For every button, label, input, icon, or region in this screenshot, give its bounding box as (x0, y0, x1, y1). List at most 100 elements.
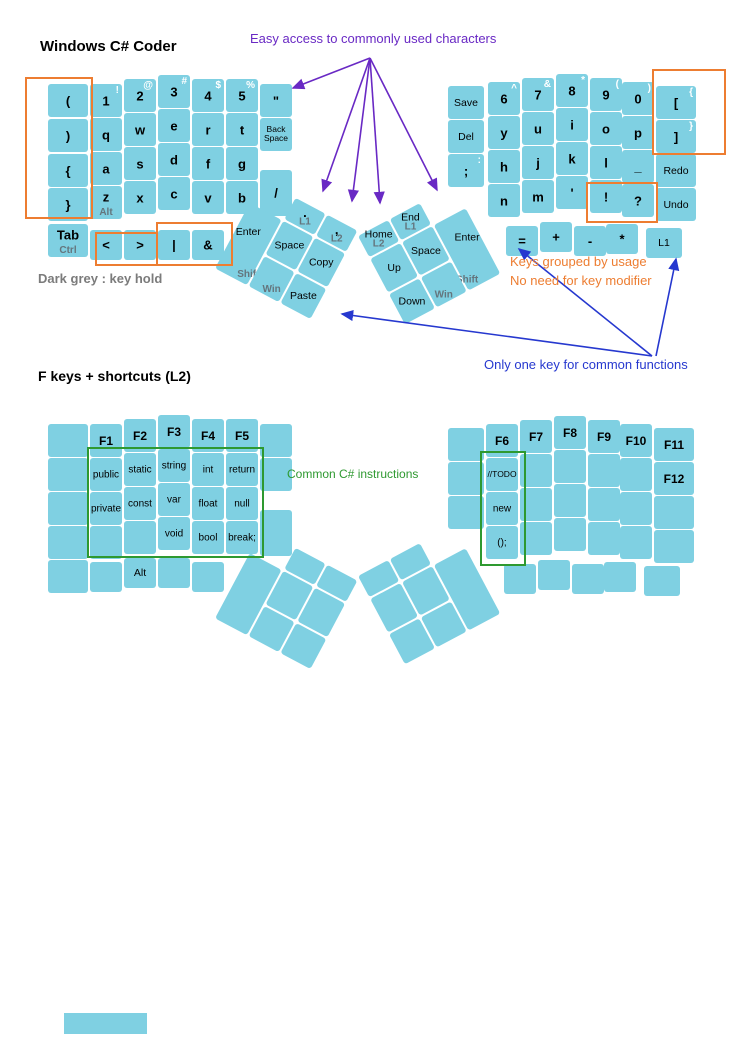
key-label: Paste (289, 290, 317, 303)
key-label: > (136, 237, 144, 253)
key-label: Alt (133, 567, 147, 579)
key-blank: Win (420, 261, 467, 308)
key-blank (604, 562, 636, 592)
key-label: y (500, 125, 508, 140)
key-return: return (226, 453, 258, 486)
annotation-dark-grey-note: Dark grey : key hold (38, 271, 163, 286)
key-shift-legend: : (477, 155, 481, 166)
key-double-quote: " (260, 84, 292, 117)
key-v: v (192, 181, 224, 214)
key-close-paren: ) (48, 119, 88, 152)
key-s: s (124, 147, 156, 180)
key-redo: Redo (656, 154, 696, 187)
key-t: t (226, 113, 258, 146)
key-new: new (486, 492, 518, 525)
key-label: = (518, 233, 526, 249)
key-label: break; (228, 532, 256, 543)
key-label: ; (463, 163, 469, 178)
key-w: w (124, 113, 156, 146)
key-label: Del (458, 130, 474, 143)
key-blank (48, 492, 88, 525)
key-label: 9 (602, 87, 610, 102)
key-label: " (272, 93, 280, 108)
key-blank (520, 488, 552, 521)
annotation-one-key-common-functions: Only one key for common functions (484, 357, 688, 372)
key-blank (588, 488, 620, 521)
key-blank (588, 454, 620, 487)
key-blank (48, 526, 88, 559)
key-label: (); (497, 537, 507, 548)
key-blank (448, 428, 484, 461)
key-label: ! (603, 189, 609, 204)
key-label: _ (634, 159, 642, 174)
key-label: & (203, 237, 213, 253)
key-p: p (622, 116, 654, 149)
key-label: [ (673, 95, 679, 110)
key-label: t (239, 122, 245, 137)
key-9: 9( (590, 78, 622, 111)
key-blank (280, 623, 327, 669)
key-asterisk: * (606, 224, 638, 254)
key-minus: - (574, 226, 606, 256)
key-label: F7 (528, 429, 543, 444)
key-label: F6 (494, 433, 509, 448)
key-shift-legend: @ (143, 80, 153, 91)
key-label: F5 (234, 428, 249, 443)
key-d: d (158, 143, 190, 176)
key-open-brace: { (48, 154, 88, 187)
key-del: Del (448, 120, 484, 153)
key-label: { (65, 163, 71, 178)
key-k: k (556, 142, 588, 175)
key-label: ? (634, 193, 642, 208)
key-blank (260, 510, 292, 556)
key-equals: = (506, 226, 538, 256)
key-label: string (161, 460, 187, 471)
key-label: 7 (534, 87, 542, 102)
key-label: F10 (625, 433, 647, 448)
key-label: Tab (56, 227, 80, 243)
key-4: 4$ (192, 79, 224, 112)
key-blank (620, 458, 652, 491)
key-o: o (590, 112, 622, 145)
key-blank (260, 458, 292, 491)
key-label: return (228, 464, 256, 475)
key-question: ? (622, 184, 654, 217)
key-blank (448, 496, 484, 529)
key-label: w (134, 122, 146, 137)
key-label: - (587, 233, 593, 249)
key-f2: F2 (124, 419, 156, 452)
key-blank (554, 518, 586, 551)
key-close-brace: } (48, 188, 88, 221)
key-label: public (92, 469, 120, 480)
key-blank (572, 564, 604, 594)
key-blank (420, 601, 467, 648)
key-null: null (226, 487, 258, 520)
key-blank (158, 558, 190, 588)
key-label: F2 (132, 428, 147, 443)
key-label: d (170, 152, 178, 167)
key-label: int (202, 464, 214, 475)
key-blank (520, 454, 552, 487)
key-label: 6 (500, 91, 508, 106)
annotation-easy-access: Easy access to commonly used characters (250, 31, 497, 46)
key-label: Up (387, 261, 401, 274)
key-label: o (602, 121, 610, 136)
key-open-paren: ( (48, 84, 88, 117)
key-a: a (90, 152, 122, 185)
key-label: q (102, 127, 110, 142)
key-h: h (488, 150, 520, 183)
key-y: y (488, 116, 520, 149)
annotation-arrow-purple (369, 57, 438, 192)
key-blank (90, 526, 122, 559)
key-shift-legend: $ (215, 80, 221, 91)
key-label: Undo (663, 198, 689, 211)
key-label: ( (65, 93, 71, 108)
annotation-arrow-blue (340, 309, 653, 357)
key-label: i (570, 117, 574, 132)
key-label: void (164, 528, 184, 539)
key-save: Save (448, 86, 484, 119)
key-undo: Undo (656, 188, 696, 221)
key-label: k (568, 151, 576, 166)
key-label: a (102, 161, 110, 176)
